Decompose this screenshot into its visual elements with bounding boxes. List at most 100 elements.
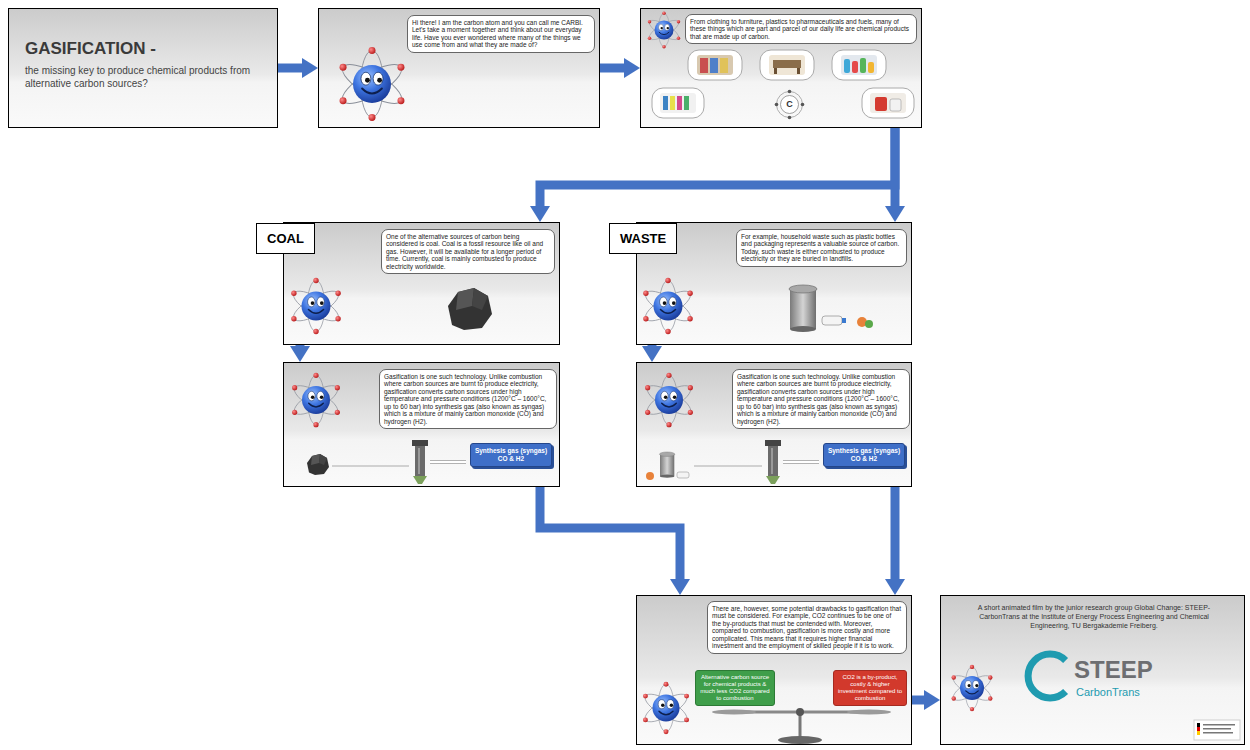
storyboard-panel: COALOne of the alternative sources of ca… xyxy=(283,222,560,345)
coal-gasification-illustration xyxy=(307,440,466,484)
storyboard-panel: There are, however, some potential drawb… xyxy=(636,595,912,745)
storyboard-panel: Hi there! I am the carbon atom and you c… xyxy=(318,8,600,128)
flow-arrow xyxy=(648,345,657,346)
product-picture xyxy=(652,88,704,118)
product-picture xyxy=(652,88,704,118)
waste-items xyxy=(789,285,873,332)
balance-scale xyxy=(778,736,822,744)
syngas-box: Synthesis gas (syngas)CO & H2 xyxy=(823,443,905,467)
product-picture xyxy=(697,55,733,75)
carbi-mascot xyxy=(337,47,406,121)
coal-lump xyxy=(448,288,492,330)
product-picture xyxy=(890,99,901,111)
balance-scale xyxy=(712,708,891,744)
logo-arc xyxy=(1028,654,1066,698)
product-picture xyxy=(769,55,805,75)
waste-items xyxy=(842,318,846,323)
flow-arrow xyxy=(540,487,680,579)
carbi-mascot xyxy=(950,665,994,712)
syngas-box: Synthesis gas (syngas)CO & H2 xyxy=(470,443,552,467)
funder-logo xyxy=(1194,720,1240,740)
coal-gasification-illustration xyxy=(307,454,329,475)
title-slide: GASIFICATION -the missing key to produce… xyxy=(8,8,278,128)
product-picture xyxy=(832,50,886,80)
coal-gasification-illustration xyxy=(430,460,466,464)
carbi-mascot xyxy=(290,373,341,427)
storyboard-panel: WASTEFor example, household waste such a… xyxy=(636,222,912,345)
waste-gasification-illustration xyxy=(659,452,674,478)
box-text: Alternative carbon source for chemical p… xyxy=(699,674,771,702)
product-picture xyxy=(660,93,696,113)
product-picture xyxy=(710,58,718,73)
funder-logo xyxy=(1197,723,1200,727)
product-picture xyxy=(844,59,850,73)
carbi-mascot xyxy=(290,12,994,735)
carbi-mascot xyxy=(642,278,695,334)
funder-logo xyxy=(1203,728,1231,730)
connector-group xyxy=(278,68,924,700)
waste-gasification-illustration xyxy=(646,440,819,484)
atom-icon xyxy=(775,103,779,107)
product-picture xyxy=(663,96,668,110)
panel-background xyxy=(636,222,912,345)
waste-gasification-illustration xyxy=(765,440,781,484)
funder-logo xyxy=(1194,720,1240,740)
box-formula: CO & H2 xyxy=(474,455,548,463)
product-picture xyxy=(677,96,682,110)
product-picture xyxy=(773,60,801,68)
atom-letter: C xyxy=(786,100,793,110)
waste-items xyxy=(822,316,842,325)
carbi-mascot xyxy=(290,278,343,334)
product-picture xyxy=(797,68,800,74)
product-picture xyxy=(700,58,708,73)
panel-background xyxy=(283,222,560,345)
funder-logo xyxy=(1203,732,1233,734)
atom-icon xyxy=(788,90,792,94)
product-picture xyxy=(688,50,742,80)
box-heading: Synthesis gas (syngas) xyxy=(474,447,548,455)
speech-bubble: From clothing to furniture, plastics to … xyxy=(685,14,917,44)
drawback-box: CO2 is a by-product, costly & higher inv… xyxy=(833,670,907,706)
product-picture xyxy=(868,62,874,73)
waste-gasification-illustration xyxy=(677,472,689,478)
waste-gasification-illustration xyxy=(783,460,819,464)
box-formula: CO & H2 xyxy=(827,455,901,463)
panel-background xyxy=(8,8,278,128)
product-picture xyxy=(670,96,675,110)
box-heading: Synthesis gas (syngas) xyxy=(827,447,901,455)
funder-logo xyxy=(1203,724,1235,726)
product-picture xyxy=(760,50,814,80)
speech-bubble: Gasification is one such technology. Unl… xyxy=(379,369,557,429)
funder-logo xyxy=(1197,731,1200,735)
slide-subtitle: the missing key to produce chemical prod… xyxy=(25,65,265,90)
flow-arrow xyxy=(296,345,305,346)
carbi-mascot xyxy=(647,12,682,49)
credits-text: A short animated film by the junior rese… xyxy=(959,604,1229,630)
panel-background xyxy=(636,595,912,745)
balance-scale xyxy=(712,710,756,715)
storyboard-panel: Gasification is one such technology. Unl… xyxy=(283,362,560,487)
waste-gasification-illustration xyxy=(694,465,762,467)
product-picture xyxy=(862,88,914,118)
product-picture xyxy=(760,50,814,80)
flow-arrow xyxy=(278,64,302,73)
coal-gasification-illustration xyxy=(430,461,466,463)
logo-word: STEEP xyxy=(1074,656,1153,684)
branch-heading: COAL xyxy=(256,223,315,254)
logo-subword: CarbonTrans xyxy=(1076,686,1140,699)
speech-bubble: One of the alternative sources of carbon… xyxy=(381,229,555,274)
product-picture xyxy=(720,58,728,73)
panel-background xyxy=(8,8,1245,745)
waste-items xyxy=(789,285,817,332)
balance-scale xyxy=(847,710,891,715)
product-picture xyxy=(875,97,887,111)
storyboard-panel: Gasification is one such technology. Unl… xyxy=(636,362,912,487)
product-picture xyxy=(860,58,866,73)
product-picture xyxy=(832,50,886,80)
atom-icon xyxy=(777,92,803,118)
